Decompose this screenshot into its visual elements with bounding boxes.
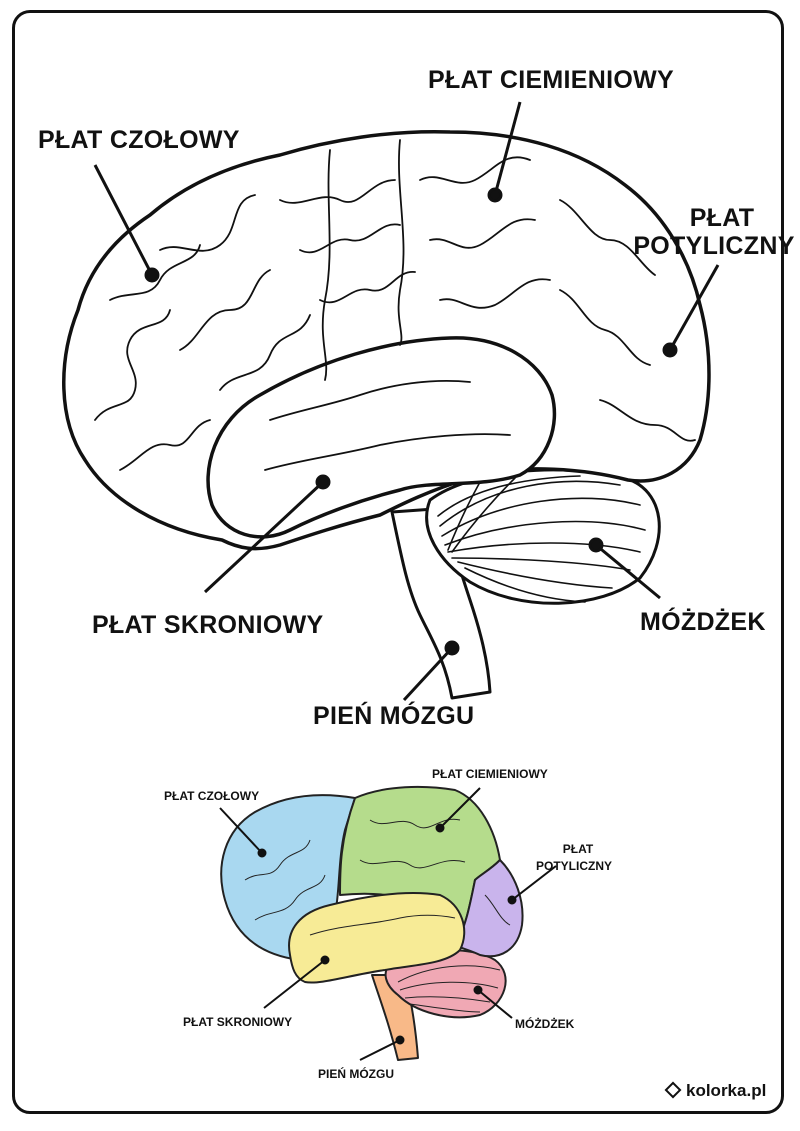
large-labels: PŁAT CZOŁOWY PŁAT CIEMIENIOWY PŁAT POTYL… xyxy=(38,66,794,730)
cerebellum-pointer-dot xyxy=(588,537,604,553)
diamond-outline-icon xyxy=(664,1081,682,1099)
large-leaders xyxy=(93,101,720,702)
large-label-occipital-line2: POTYLICZNY xyxy=(633,232,794,260)
small-label-occipital-line1: PŁAT xyxy=(563,842,594,856)
small-cerebellum-folds xyxy=(397,965,501,1013)
large-label-occipital-line1: PŁAT xyxy=(690,204,755,232)
large-label-frontal: PŁAT CZOŁOWY xyxy=(38,126,240,154)
large-brain xyxy=(62,130,711,700)
small-label-temporal: PŁAT SKRONIOWY xyxy=(183,1015,292,1029)
small-label-cerebellum: MÓŻDŻEK xyxy=(515,1016,575,1031)
parietal-pointer-dot xyxy=(487,187,503,203)
brand-text: kolorka.pl xyxy=(686,1081,766,1100)
frontal-pointer-dot xyxy=(144,267,160,283)
small-gyri xyxy=(244,818,511,936)
small-brain xyxy=(220,785,524,1061)
small-leaders xyxy=(219,787,557,1061)
brainstem-pointer-dot xyxy=(444,640,460,656)
large-label-brainstem: PIEŃ MÓZGU xyxy=(313,700,474,730)
large-label-temporal: PŁAT SKRONIOWY xyxy=(92,611,324,639)
small-label-frontal: PŁAT CZOŁOWY xyxy=(164,789,259,803)
temporal-pointer-dot xyxy=(315,474,331,490)
large-cerebellum xyxy=(425,468,661,605)
occipital-pointer-dot xyxy=(662,342,678,358)
footer-brand: kolorka.pl xyxy=(664,1081,766,1100)
large-label-cerebellum: MÓŻDŻEK xyxy=(640,606,766,636)
large-temporal-lobe xyxy=(206,336,557,539)
small-label-occipital-line2: POTYLICZNY xyxy=(536,859,612,873)
large-label-parietal: PŁAT CIEMIENIOWY xyxy=(428,66,674,94)
small-label-parietal: PŁAT CIEMIENIOWY xyxy=(432,767,548,781)
small-label-brainstem: PIEŃ MÓZGU xyxy=(318,1066,394,1081)
small-labels: PŁAT CZOŁOWY PŁAT CIEMIENIOWY PŁAT POTYL… xyxy=(164,767,612,1081)
small-occipital-lobe xyxy=(454,859,524,958)
